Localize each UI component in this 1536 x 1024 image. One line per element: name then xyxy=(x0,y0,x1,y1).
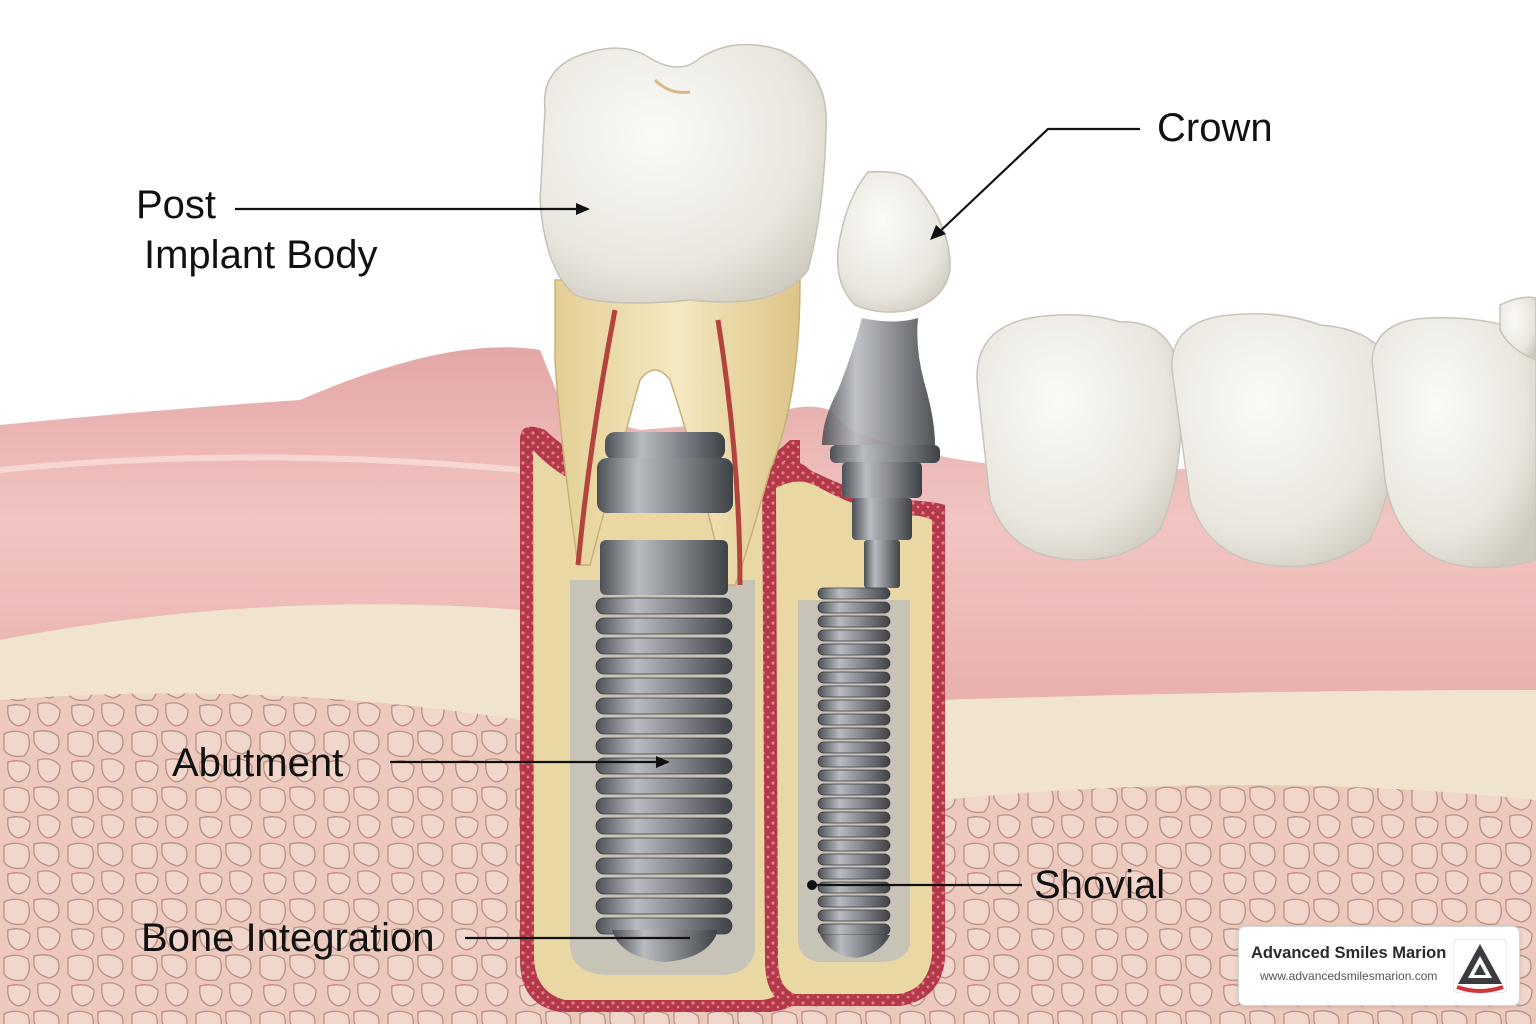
brand-url: www.advancedsmilesmarion.com xyxy=(1260,969,1437,983)
thread-ridge xyxy=(596,638,732,654)
thread-ridge xyxy=(596,598,732,614)
thread-ridge xyxy=(818,868,890,879)
thread-ridge xyxy=(596,658,732,674)
thread-ridge xyxy=(818,910,890,921)
implant-collar xyxy=(605,432,725,460)
thread-ridge xyxy=(818,924,890,935)
thread-ridge xyxy=(596,698,732,714)
crown-label: Crown xyxy=(1157,106,1273,150)
thread-ridge xyxy=(596,778,732,794)
brand-name: Advanced Smiles Marion xyxy=(1251,944,1446,963)
thread-ridge xyxy=(818,826,890,837)
thread-ridge xyxy=(818,742,890,753)
thread-ridge xyxy=(596,858,732,874)
thread-ridge xyxy=(818,882,890,893)
thread-ridge xyxy=(596,678,732,694)
thread-ridge xyxy=(818,630,890,641)
thread-ridge xyxy=(818,602,890,613)
thread-ridge xyxy=(596,818,732,834)
natural-teeth xyxy=(977,297,1536,567)
natural-tooth xyxy=(1172,314,1396,567)
thread-ridge xyxy=(818,672,890,683)
thread-ridge xyxy=(596,618,732,634)
brand-card: Advanced Smiles Marion www.advancedsmile… xyxy=(1238,926,1520,1006)
implant-neck xyxy=(600,540,728,595)
natural-tooth xyxy=(977,315,1181,560)
post-label: Post xyxy=(136,183,216,227)
shovial-leader-dot xyxy=(807,880,817,890)
thread-ridge xyxy=(818,896,890,907)
bone-integration-label: Bone Integration xyxy=(141,916,435,960)
thread-ridge xyxy=(818,658,890,669)
thread-ridge xyxy=(596,798,732,814)
thread-ridge xyxy=(596,878,732,894)
small-implant-threads xyxy=(818,588,890,935)
triangle-a-logo-icon xyxy=(1453,939,1507,993)
small-implant-neck xyxy=(852,498,912,540)
thread-ridge xyxy=(818,616,890,627)
implant-platform xyxy=(597,458,733,513)
abutment-label: Abutment xyxy=(172,741,343,785)
thread-ridge xyxy=(818,770,890,781)
implant-body-label: Implant Body xyxy=(144,233,377,277)
implant-threads xyxy=(596,598,732,934)
thread-ridge xyxy=(818,700,890,711)
thread-ridge xyxy=(818,798,890,809)
thread-ridge xyxy=(596,838,732,854)
small-implant-collar xyxy=(830,445,940,463)
thread-ridge xyxy=(596,738,732,754)
thread-ridge xyxy=(818,840,890,851)
thread-ridge xyxy=(818,784,890,795)
large-crown xyxy=(540,45,826,303)
thread-ridge xyxy=(818,686,890,697)
thread-ridge xyxy=(818,812,890,823)
thread-ridge xyxy=(818,588,890,599)
small-implant-shaft xyxy=(864,540,900,588)
thread-ridge xyxy=(818,756,890,767)
small-implant-platform xyxy=(842,462,922,498)
thread-ridge xyxy=(818,644,890,655)
thread-ridge xyxy=(818,728,890,739)
thread-ridge xyxy=(818,854,890,865)
thread-ridge xyxy=(596,898,732,914)
thread-ridge xyxy=(818,714,890,725)
thread-ridge xyxy=(596,718,732,734)
shovial-label: Shovial xyxy=(1034,863,1165,907)
